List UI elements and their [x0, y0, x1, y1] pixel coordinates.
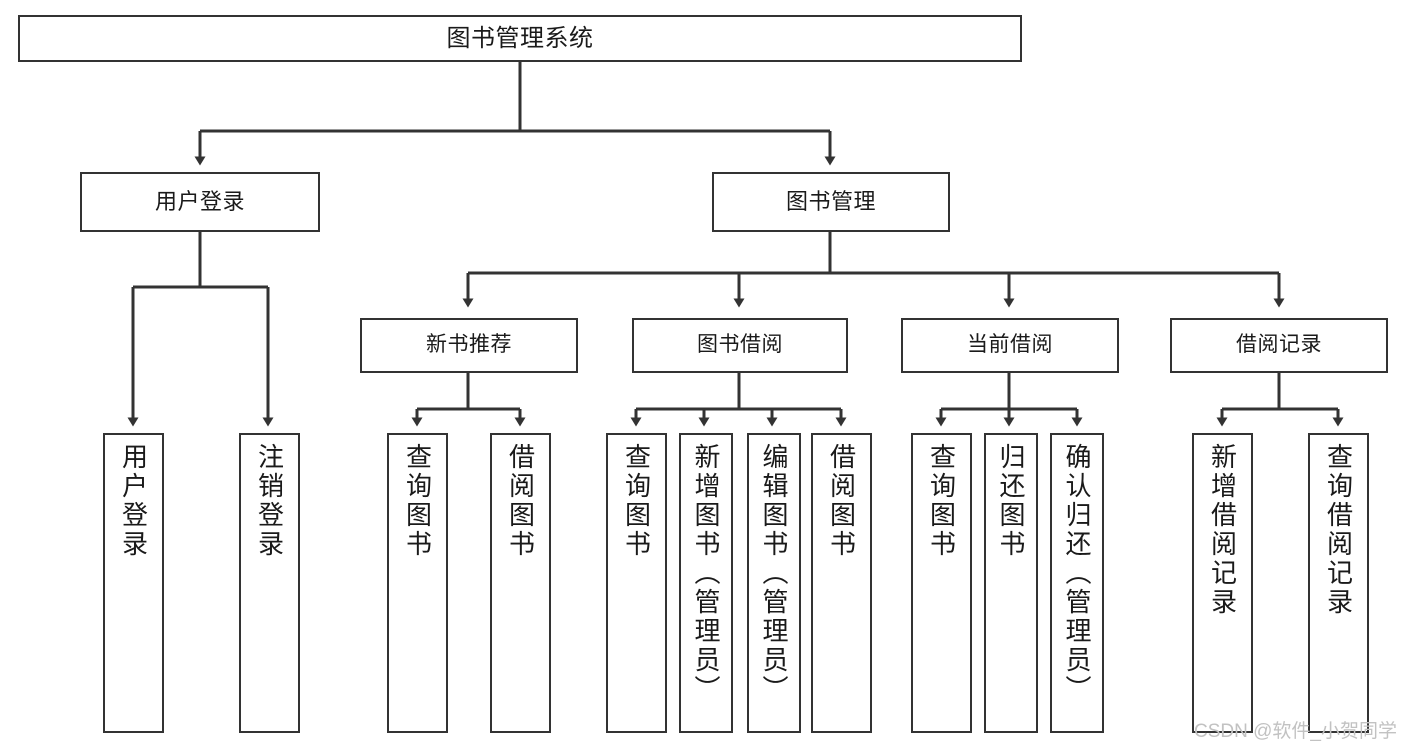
- leaf-book-borrow-query[interactable]: 查询图书: [606, 433, 667, 733]
- leaf-borrow-record-add[interactable]: 新增借阅记录: [1192, 433, 1253, 733]
- leaf-book-borrow-add[interactable]: 新增图书（管理员）: [679, 433, 733, 733]
- leaf-borrow-record-add-label: 新增借阅记录: [1207, 443, 1238, 617]
- leaf-user-login-logout[interactable]: 注销登录: [239, 433, 300, 733]
- node-current-borrow-label: 当前借阅: [967, 333, 1053, 357]
- leaf-current-borrow-confirm[interactable]: 确认归还（管理员）: [1050, 433, 1104, 733]
- leaf-current-borrow-query[interactable]: 查询图书: [911, 433, 972, 733]
- leaf-book-borrow-edit-label: 编辑图书（管理员）: [759, 443, 789, 704]
- leaf-current-borrow-confirm-label: 确认归还（管理员）: [1062, 443, 1092, 704]
- leaf-new-book-query-label: 查询图书: [402, 443, 433, 559]
- node-user-login[interactable]: 用户登录: [80, 172, 320, 232]
- node-new-book-recommend[interactable]: 新书推荐: [360, 318, 578, 373]
- leaf-book-borrow-query-label: 查询图书: [621, 443, 652, 559]
- node-root[interactable]: 图书管理系统: [18, 15, 1022, 62]
- node-root-label: 图书管理系统: [446, 24, 594, 52]
- leaf-user-login-logout-label: 注销登录: [254, 443, 285, 559]
- leaf-book-borrow-borrow[interactable]: 借阅图书: [811, 433, 872, 733]
- leaf-borrow-record-query[interactable]: 查询借阅记录: [1308, 433, 1369, 733]
- leaf-current-borrow-return-label: 归还图书: [996, 443, 1026, 559]
- node-book-borrow[interactable]: 图书借阅: [632, 318, 848, 373]
- node-book-borrow-label: 图书借阅: [697, 333, 783, 357]
- leaf-user-login-signin[interactable]: 用户登录: [103, 433, 164, 733]
- leaf-current-borrow-return[interactable]: 归还图书: [984, 433, 1038, 733]
- leaf-current-borrow-query-label: 查询图书: [926, 443, 957, 559]
- leaf-borrow-record-query-label: 查询借阅记录: [1323, 443, 1354, 617]
- leaf-new-book-query[interactable]: 查询图书: [387, 433, 448, 733]
- leaf-new-book-borrow-label: 借阅图书: [505, 443, 536, 559]
- node-book-management[interactable]: 图书管理: [712, 172, 950, 232]
- node-borrow-record[interactable]: 借阅记录: [1170, 318, 1388, 373]
- leaf-book-borrow-edit[interactable]: 编辑图书（管理员）: [747, 433, 801, 733]
- leaf-new-book-borrow[interactable]: 借阅图书: [490, 433, 551, 733]
- node-new-book-recommend-label: 新书推荐: [426, 333, 512, 357]
- node-book-management-label: 图书管理: [785, 189, 876, 215]
- node-current-borrow[interactable]: 当前借阅: [901, 318, 1119, 373]
- leaf-book-borrow-borrow-label: 借阅图书: [826, 443, 857, 559]
- node-user-login-label: 用户登录: [154, 189, 245, 215]
- leaf-book-borrow-add-label: 新增图书（管理员）: [691, 443, 721, 704]
- node-borrow-record-label: 借阅记录: [1236, 333, 1322, 357]
- leaf-user-login-signin-label: 用户登录: [118, 443, 149, 559]
- csdn-watermark: CSDN @软件_小贺同学: [1194, 721, 1397, 742]
